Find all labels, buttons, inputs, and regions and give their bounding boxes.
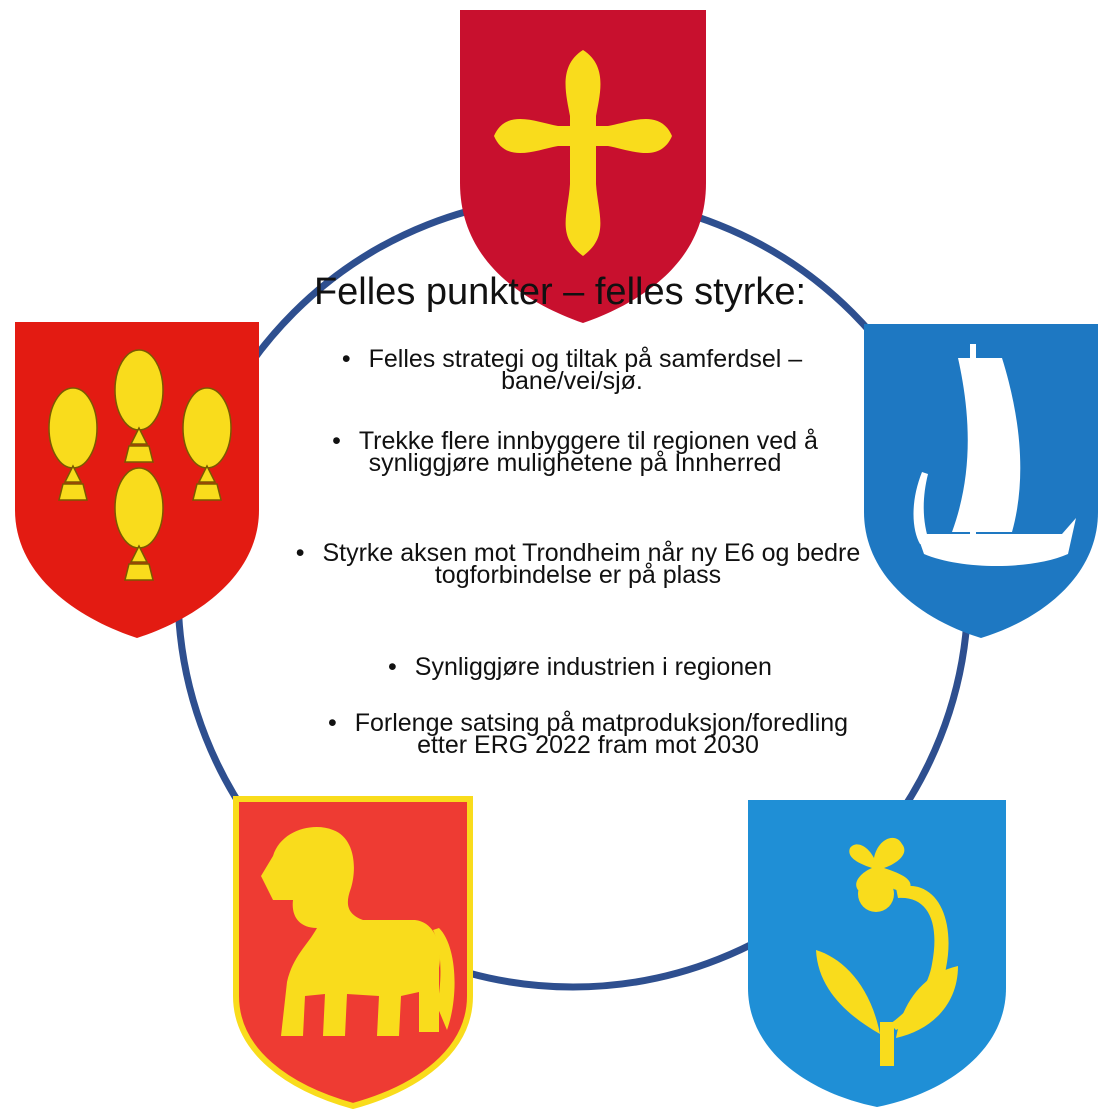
- bullet-text: Felles strategi og tiltak på samferdsel …: [369, 345, 803, 395]
- list-item: • Styrke aksen mot Trondheim når ny E6 og…: [288, 542, 868, 586]
- list-item: • Forlenge satsing på matproduksjon/fored…: [318, 712, 858, 756]
- bullet-text: Styrke aksen mot Trondheim når ny E6 og …: [322, 539, 860, 589]
- bullet-icon: •: [342, 345, 351, 373]
- bullet-text: Forlenge satsing på matproduksjon/foredl…: [355, 709, 848, 759]
- slide-title: Felles punkter – felles styrke:: [240, 270, 880, 316]
- bullet-icon: •: [328, 709, 337, 737]
- bullet-icon: •: [388, 653, 397, 681]
- flower-shield-icon: [746, 798, 1008, 1109]
- list-item: • Felles strategi og tiltak på samferdsel…: [272, 348, 872, 392]
- list-item: • Synliggjøre industrien i regionen: [300, 656, 860, 678]
- bullet-icon: •: [296, 539, 305, 567]
- fish-shield-icon: [13, 320, 261, 640]
- bullet-text: Synliggjøre industrien i regionen: [415, 653, 772, 681]
- bullet-text: Trekke flere innbyggere til regionen ved…: [359, 427, 818, 477]
- bullet-icon: •: [332, 427, 341, 455]
- list-item: • Trekke flere innbyggere til regionen ve…: [285, 430, 865, 474]
- horse-shield-icon: [233, 796, 473, 1109]
- ship-shield-icon: [862, 322, 1100, 640]
